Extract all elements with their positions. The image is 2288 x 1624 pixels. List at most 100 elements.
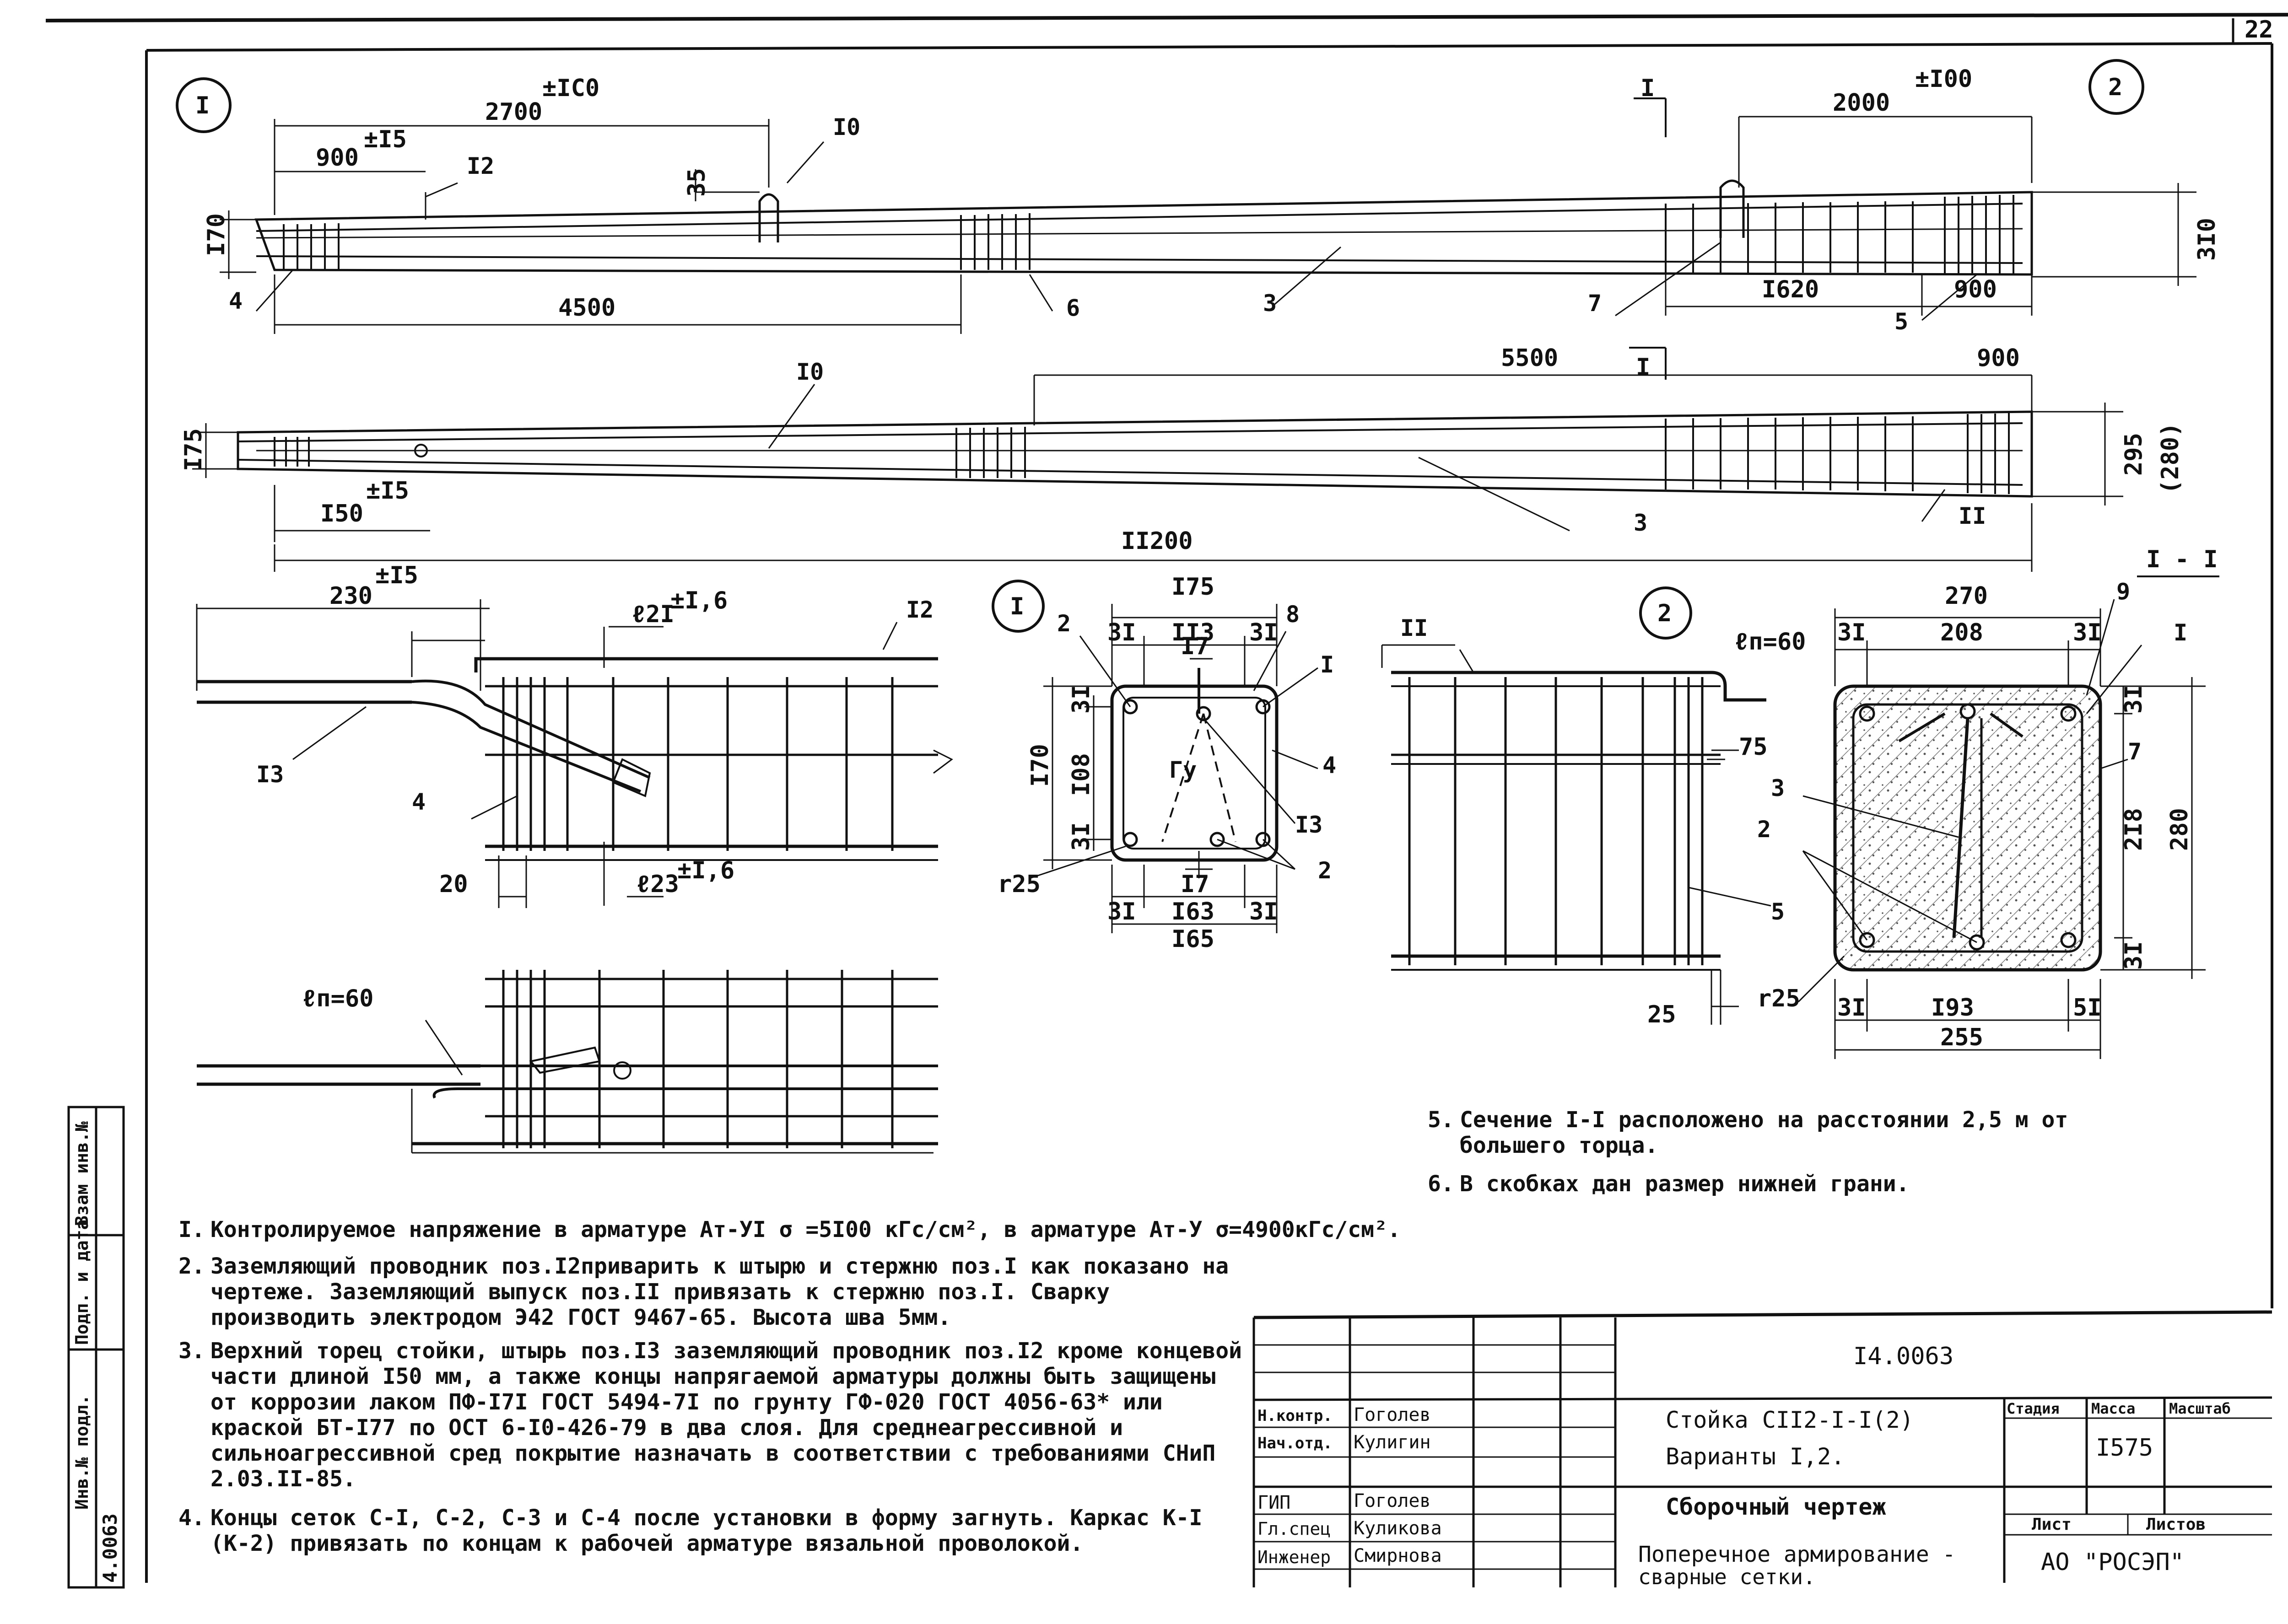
dim-150: I50 — [320, 500, 363, 527]
dim-170-s1: I70 — [1026, 744, 1054, 787]
note-5-number: 5. — [1428, 1107, 1454, 1133]
dim-20: 20 — [439, 871, 468, 898]
elevation-top — [220, 97, 2196, 334]
dim-2700-tol: ±IC0 — [542, 75, 599, 102]
side-stamp — [67, 1106, 125, 1589]
circle-marker-2 — [2088, 59, 2144, 115]
tb-sheet-title: Поперечное армирование - — [1638, 1542, 1956, 1567]
dim-175: I75 — [180, 428, 207, 471]
tb-col-stage: Стадия — [2007, 1400, 2060, 1417]
dim-255-sII: 255 — [1940, 1024, 1983, 1051]
tb-role-1: Н.контр. — [1257, 1407, 1333, 1425]
dim-310: 3I0 — [2193, 218, 2221, 261]
note-1-text: Контролируемое напряжение в арматуре Ат-… — [210, 1217, 1401, 1242]
dim-23-tol: ±I,6 — [677, 857, 734, 884]
note-6-number: 6. — [1428, 1171, 1454, 1197]
dim-31d-s1: 3I — [1068, 822, 1095, 851]
pos-2-sII: 2 — [1757, 816, 1771, 843]
note-6: 6.В скобках дан размер нижней грани. — [1428, 1171, 2274, 1197]
dim-75-d2: 75 — [1739, 733, 1768, 761]
dim-23: ℓ23 — [636, 871, 679, 898]
tb-col-mass: Масса — [2091, 1400, 2136, 1417]
tb-name-6: Смирнова — [1354, 1545, 1442, 1566]
sheet-frame — [45, 13, 2288, 1583]
section-cut-marker-top: I — [1640, 75, 1655, 102]
section-1 — [992, 580, 1318, 933]
tb-col-sheets: Листов — [2146, 1515, 2206, 1534]
tb-sheet-title-2: сварные сетки. — [1638, 1565, 1816, 1589]
pos-5-d2: 5 — [1771, 898, 1785, 925]
dim-280-bracket: (280) — [2157, 422, 2184, 494]
pos-9-sII: 9 — [2116, 578, 2130, 605]
note-3-number: 3. — [178, 1338, 205, 1364]
tb-doc-code: I4.0063 — [1853, 1343, 1954, 1370]
pos-7-sII: 7 — [2128, 738, 2142, 765]
lap-length-detail1: ℓп=60 — [302, 985, 373, 1012]
tb-col-scale: Масштаб — [2169, 1400, 2231, 1417]
note-2-text: Заземляющий проводник поз.I2приварить к … — [210, 1253, 1229, 1330]
note-4: 4.Концы сеток С-I, С-2, С-3 и С-4 после … — [178, 1505, 1245, 1556]
dim-230-tol: ±I5 — [375, 562, 418, 589]
dim-1620: I620 — [1762, 276, 1819, 303]
section-title-I-I: I - I — [2146, 546, 2218, 573]
note-2-number: 2. — [178, 1253, 205, 1279]
dim-230: 230 — [329, 582, 372, 610]
pos-12-detail: I2 — [906, 597, 934, 623]
pos-13-s1: I3 — [1295, 812, 1322, 838]
pos-10-top: I0 — [833, 114, 860, 140]
section-I-I — [1797, 575, 2219, 1059]
tb-organization: АО "РОСЭП" — [2041, 1549, 2185, 1576]
tb-name-5: Куликова — [1354, 1518, 1442, 1539]
pos-3-sII: 3 — [1771, 775, 1785, 801]
tb-title-line-3: Сборочный чертеж — [1666, 1494, 1886, 1520]
dim-163-s1: I63 — [1171, 898, 1214, 925]
dim-270-sII: 270 — [1945, 582, 1988, 610]
tb-col-sheet: Лист — [2032, 1515, 2072, 1534]
dim-17a-s1: I7 — [1181, 633, 1209, 660]
dim-31c-s1: 3I — [1068, 685, 1095, 714]
dim-2000-tol: ±I00 — [1915, 65, 1972, 93]
note-2: 2.Заземляющий проводник поз.I2приварить … — [178, 1253, 1245, 1330]
sheet-number: 22 — [2245, 16, 2273, 43]
gu-label-s1: Гу — [1169, 757, 1197, 783]
dim-170: I70 — [203, 213, 230, 256]
pos-3-bottom: 3 — [1634, 510, 1647, 536]
dim-5500: 5500 — [1501, 344, 1558, 372]
section-1-circle-label: I — [1010, 593, 1024, 620]
pos-10-bottom: I0 — [796, 359, 824, 385]
note-1: I.Контролируемое напряжение в арматуре А… — [178, 1217, 1560, 1242]
section-cut-marker-bottom: I — [1636, 354, 1650, 381]
circle-marker-1 — [176, 77, 232, 133]
pos-12-top: I2 — [467, 153, 494, 179]
note-1-number: I. — [178, 1217, 205, 1242]
pos-2a-s1: 2 — [1057, 610, 1071, 637]
dim-31a-sII: 3I — [1837, 619, 1866, 646]
dim-218-sII: 2I8 — [2120, 808, 2148, 851]
dim-113-s1: II3 — [1171, 619, 1214, 646]
title-block-grid — [1252, 1310, 2272, 1587]
dim-900-bottom: 900 — [1977, 344, 2020, 372]
pos-6-top: 6 — [1066, 295, 1080, 321]
dim-208-sII: 208 — [1940, 619, 1983, 646]
pos-4-detail: 4 — [412, 789, 426, 815]
note-5: 5.Сечение I-I расположено на расстоянии … — [1428, 1107, 2274, 1158]
pos-13-detail: I3 — [256, 761, 284, 788]
pos-1-s1: I — [1320, 651, 1334, 678]
note-5-text: Сечение I-I расположено на расстоянии 2,… — [1460, 1107, 2068, 1133]
pos-1-sII: I — [2174, 619, 2187, 646]
pos-2b-s1: 2 — [1318, 857, 1332, 884]
tb-role-2: Нач.отд. — [1257, 1434, 1333, 1452]
pos-7-top: 7 — [1588, 290, 1602, 317]
dim-900-tol: ±I5 — [364, 126, 407, 153]
radius-25-sII: r25 — [1757, 985, 1800, 1012]
stamp-replaces: Взам инв.№ — [72, 1121, 92, 1226]
stamp-signature: Подп. и дата — [72, 1219, 92, 1345]
dim-108-s1: I08 — [1068, 753, 1095, 796]
dim-25-d2: 25 — [1647, 1001, 1676, 1028]
dim-21-tol: ±I,6 — [670, 587, 728, 614]
pos-11-d2: II — [1400, 615, 1428, 641]
note-4-number: 4. — [178, 1505, 205, 1531]
note-3: 3.Верхний торец стойки, штырь поз.I3 заз… — [178, 1338, 1245, 1492]
radius-25-s1: r25 — [998, 871, 1041, 898]
dim-900b: 900 — [1954, 276, 1997, 303]
